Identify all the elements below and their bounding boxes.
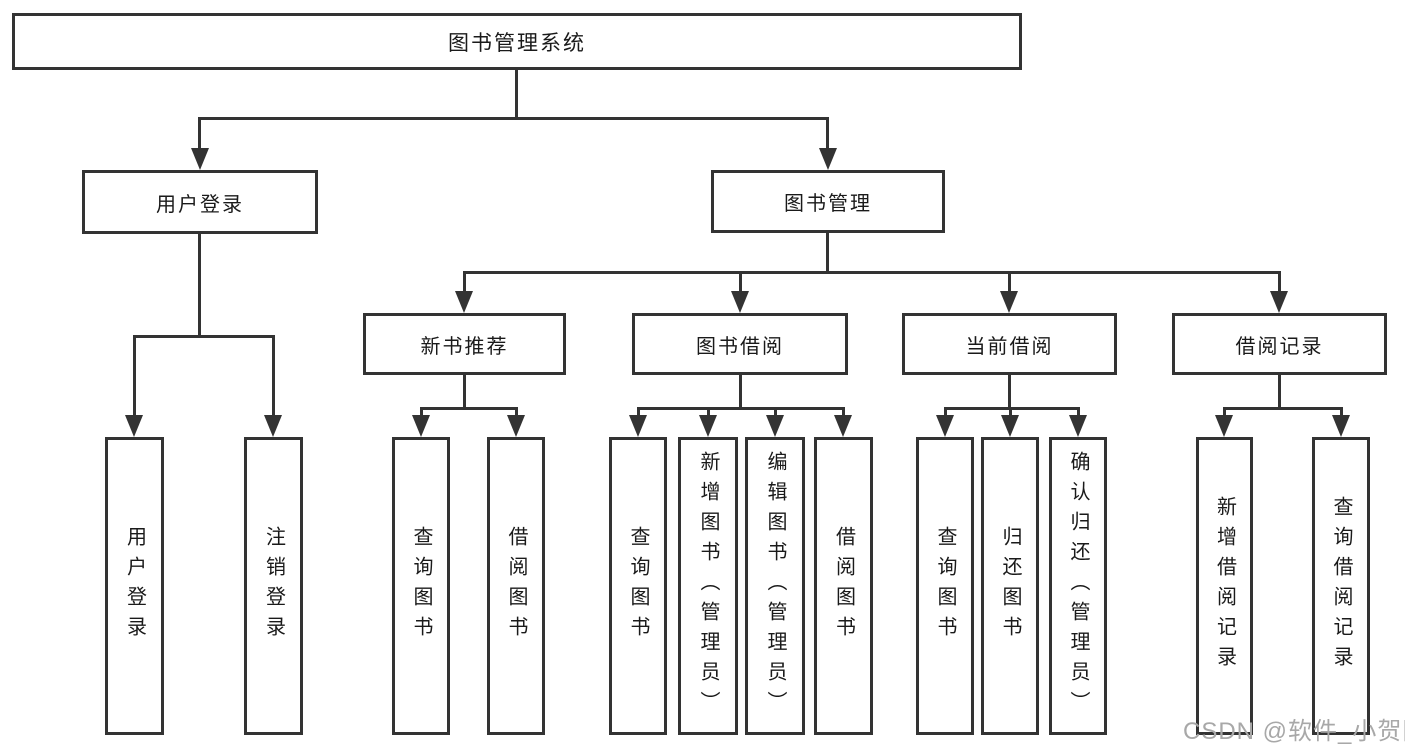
connector-line <box>133 335 136 417</box>
connector-line <box>515 70 518 117</box>
connector-line <box>198 234 201 338</box>
connector-line <box>842 407 845 417</box>
leaf-borrow-book: 借阅图书 <box>814 437 873 735</box>
arrowhead-icon <box>191 148 209 170</box>
leaf-label: 查询图书 <box>410 526 432 646</box>
leaf-borrow-book-recommend: 借阅图书 <box>487 437 545 735</box>
leaf-label: 借阅图书 <box>832 526 855 646</box>
watermark-text: CSDN @软件_小贺同学 <box>1183 718 1405 745</box>
leaf-query-book-current: 查询图书 <box>916 437 974 735</box>
node-library-system: 图书管理系统 <box>12 13 1022 70</box>
leaf-label: 查询图书 <box>934 526 956 646</box>
leaf-label: 借阅图书 <box>505 526 527 646</box>
leaf-return-book: 归还图书 <box>981 437 1039 735</box>
connector-line <box>420 407 518 410</box>
node-label: 图书借阅 <box>696 335 784 358</box>
node-book-borrow: 图书借阅 <box>632 313 848 375</box>
leaf-query-book-recommend: 查询图书 <box>392 437 450 735</box>
arrowhead-icon <box>125 415 143 437</box>
connector-line <box>944 407 947 417</box>
arrowhead-icon <box>1332 415 1350 437</box>
node-borrow-record: 借阅记录 <box>1172 313 1387 375</box>
node-label: 当前借阅 <box>965 335 1054 358</box>
arrowhead-icon <box>1000 291 1018 313</box>
leaf-query-book-borrow: 查询图书 <box>609 437 667 735</box>
connector-line <box>463 271 1281 274</box>
connector-line <box>637 407 845 410</box>
connector-line <box>1278 375 1281 409</box>
arrowhead-icon <box>412 415 430 437</box>
leaf-logout: 注销登录 <box>244 437 303 735</box>
arrowhead-icon <box>1001 415 1019 437</box>
leaf-edit-book-admin: 编辑图书（管理员） <box>745 437 805 735</box>
arrowhead-icon <box>699 415 717 437</box>
node-user-login: 用户登录 <box>82 170 318 234</box>
connector-line <box>637 407 640 417</box>
arrowhead-icon <box>766 415 784 437</box>
leaf-label: 新增借阅记录 <box>1213 496 1236 676</box>
arrowhead-icon <box>455 291 473 313</box>
leaf-confirm-return-admin: 确认归还（管理员） <box>1049 437 1107 735</box>
node-label: 图书管理 <box>784 193 872 215</box>
connector-line <box>1340 407 1343 417</box>
connector-line <box>1223 407 1226 417</box>
connector-line <box>774 407 777 417</box>
node-label: 图书管理系统 <box>448 31 586 55</box>
arrowhead-icon <box>731 291 749 313</box>
connector-line <box>1223 407 1343 410</box>
arrowhead-icon <box>1069 415 1087 437</box>
connector-line <box>1009 407 1012 417</box>
leaf-label: 编辑图书（管理员） <box>764 451 786 721</box>
connector-line <box>1008 375 1011 409</box>
connector-line <box>826 233 829 273</box>
connector-line <box>1077 407 1080 417</box>
connector-line <box>133 335 275 338</box>
connector-line <box>463 375 466 409</box>
connector-line <box>272 335 275 417</box>
connector-line <box>1278 271 1281 293</box>
arrowhead-icon <box>1215 415 1233 437</box>
connector-line <box>198 117 829 120</box>
connector-line <box>707 407 710 417</box>
arrowhead-icon <box>1270 291 1288 313</box>
node-current-borrow: 当前借阅 <box>902 313 1117 375</box>
node-new-book-recommend: 新书推荐 <box>363 313 566 375</box>
leaf-user-login: 用户登录 <box>105 437 164 735</box>
leaf-add-borrow-record: 新增借阅记录 <box>1196 437 1253 735</box>
leaf-label: 注销登录 <box>262 526 285 646</box>
node-label: 新书推荐 <box>420 335 509 358</box>
arrowhead-icon <box>264 415 282 437</box>
leaf-label: 查询借阅记录 <box>1330 496 1352 676</box>
arrowhead-icon <box>936 415 954 437</box>
leaf-label: 归还图书 <box>999 526 1021 646</box>
arrowhead-icon <box>629 415 647 437</box>
arrowhead-icon <box>507 415 525 437</box>
arrowhead-icon <box>819 148 837 170</box>
connector-line <box>739 375 742 409</box>
connector-line <box>420 407 423 417</box>
connector-line <box>739 271 742 293</box>
leaf-label: 查询图书 <box>627 526 649 646</box>
leaf-label: 确认归还（管理员） <box>1067 451 1089 721</box>
leaf-label: 用户登录 <box>123 526 146 646</box>
connector-line <box>1008 271 1011 293</box>
connector-line <box>515 407 518 417</box>
arrowhead-icon <box>834 415 852 437</box>
connector-line <box>198 117 201 150</box>
node-label: 借阅记录 <box>1235 335 1324 358</box>
leaf-label: 新增图书（管理员） <box>697 451 719 721</box>
node-book-management: 图书管理 <box>711 170 945 233</box>
connector-line <box>463 271 466 293</box>
connector-line <box>826 117 829 150</box>
leaf-add-book-admin: 新增图书（管理员） <box>678 437 738 735</box>
leaf-query-borrow-record: 查询借阅记录 <box>1312 437 1370 735</box>
connector-line <box>944 407 1080 410</box>
node-label: 用户登录 <box>156 193 244 216</box>
